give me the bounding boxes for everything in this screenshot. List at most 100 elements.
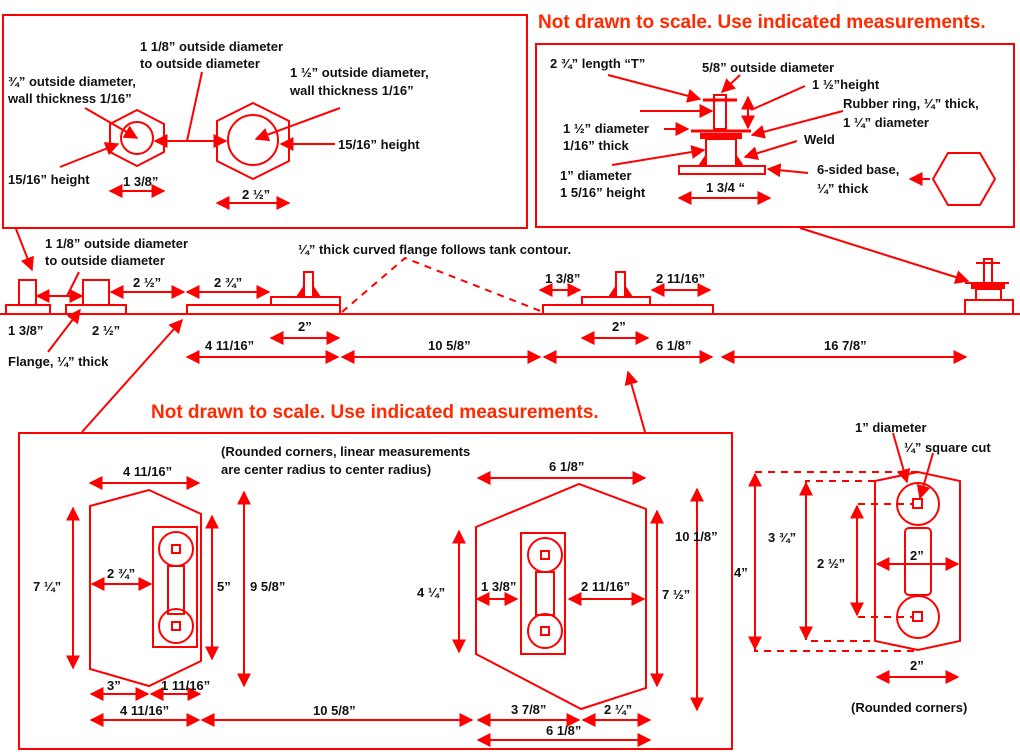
rounded-note-1: (Rounded corners, linear measurements [221,444,470,459]
flange-thick-label: Flange, ¼” thick [8,354,109,369]
body-label-1: 1” diameter [560,168,632,183]
right-inner-height-label: 7 ½” [662,587,690,602]
right-square-top [540,550,550,560]
left-hole-top [158,531,194,567]
diameter-leader [892,432,911,484]
gap-1-label: 2 ½” [133,275,161,290]
right-hole-top [527,537,563,573]
weld-l [296,285,304,297]
t-length-label: 2 ¾” length “T” [550,56,645,71]
weld-r2 [625,285,633,297]
left-bottom-left-label: 3” [107,678,121,693]
od-to-od-side-1: 1 1/8” outside diameter [45,236,188,251]
left-plate-side [186,304,341,315]
nut-panel-pointer [15,228,34,272]
left-inner-height-label: 5” [217,579,231,594]
right-bottom-left-label: 3 7/8” [511,702,546,717]
flange-note: ¼” thick curved flange follows tank cont… [298,242,571,257]
weld-r [313,285,321,297]
large-base-label: 2 ½” [92,323,120,338]
span-3-label: 6 1/8” [656,338,691,353]
plate-pointer-left [81,318,183,433]
small-od-label-2: wall thickness 1/16” [7,91,132,106]
ring-label-1: Rubber ring, ¼” thick, [843,96,979,111]
square-cut-leader [916,452,934,500]
large-nut-flange [65,304,127,315]
large-pipe-circle [227,114,279,166]
ring-leader [750,110,844,139]
left-bottom-width-label: 4 11/16” [120,703,169,718]
left-inset-label: 2 ¾” [107,566,135,581]
base-plate [678,165,766,175]
right-square-bottom [540,626,550,636]
right-slot [535,571,555,616]
large-width-label: 2 ½” [242,187,270,202]
right-inset-right-label: 2 11/16” [581,579,630,594]
far-post-tube [983,258,993,284]
washer-label-1: 1 ½” diameter [563,121,649,136]
left-hole-bottom [158,608,194,644]
post-body [705,138,737,167]
right-side-height-label: 4 ¼” [417,585,445,600]
right-plate-side [542,304,714,315]
od-to-od-side-2: to outside diameter [45,253,165,268]
washer-label-2: 1/16” thick [563,138,630,153]
right-offset-label: 2 11/16” [656,271,705,286]
right-post-plate [581,296,651,306]
right-post [615,271,626,298]
far-post-ring [971,284,1005,289]
right-hole-bottom [527,613,563,649]
left-post-pad [152,526,198,648]
side-view: 1 1/8” outside diameter to outside diame… [0,236,1020,369]
tie-square-bottom [912,611,923,622]
base-width-label: 1 3/4 “ [706,180,745,195]
weld-label: Weld [804,132,835,147]
right-top-width-label: 6 1/8” [549,459,584,474]
od-to-od-label-1: 1 1/8” outside diameter [140,39,283,54]
base-leader [766,163,809,178]
left-slot [167,565,185,615]
small-base-label: 1 3/8” [8,323,43,338]
post-panel-pointer [799,227,970,284]
large-nut-side [82,279,110,306]
bottom-width-label: 2” [910,658,924,673]
weld-left [698,154,706,166]
small-od-leader [84,107,139,139]
rounded-note-2: are center radius to center radius) [221,462,431,477]
post-tube [713,94,727,130]
tie-square-top [912,498,923,509]
square-cut-label: ¼” square cut [904,440,991,455]
right-plate-shape [475,482,647,711]
plate-pointer-right [624,370,646,433]
large-od-leader [254,107,341,142]
large-od-label-2: wall thickness 1/16” [289,83,414,98]
span-1-label: 4 11/16” [205,338,254,353]
left-square-top [171,544,181,554]
flange-leader [47,308,81,353]
post-od-label: 5/8” outside diameter [702,60,834,75]
left-offset-label: 1 3/8” [545,271,580,286]
rubber-ring [700,133,742,139]
large-od-label-1: 1 ½” outside diameter, [290,65,429,80]
far-post-base [964,299,1014,315]
right-bottom-right-label: 2 ¼” [604,702,632,717]
hole-spacing-label: 2 ½” [817,556,845,571]
od-to-od-label-2: to outside diameter [140,56,260,71]
left-top-width-label: 4 11/16” [123,464,172,479]
panel-border [18,432,733,750]
small-nut-side [18,279,37,306]
large-hex-nut [216,101,290,181]
left-total-height-label: 9 5/8” [250,579,285,594]
left-side-height-label: 7 ¼” [33,579,61,594]
post-w-2-label: 2” [612,319,626,334]
tie-detail: 1” diameter ¼” square cut 4” 3 ¾” 2 ½” 2… [734,420,991,715]
scale-note-bottom: Not drawn to scale. Use indicated measur… [151,402,599,423]
mid-height-label: 3 ¾” [768,530,796,545]
small-height-label: 15/16” height [8,172,90,187]
small-width-label: 1 3/8” [123,174,158,189]
gap-2-label: 2 ¾” [214,275,242,290]
base-label-1: 6-sided base, [817,162,899,177]
panel-border [535,43,1015,228]
rounded-corners-label: (Rounded corners) [851,700,967,715]
